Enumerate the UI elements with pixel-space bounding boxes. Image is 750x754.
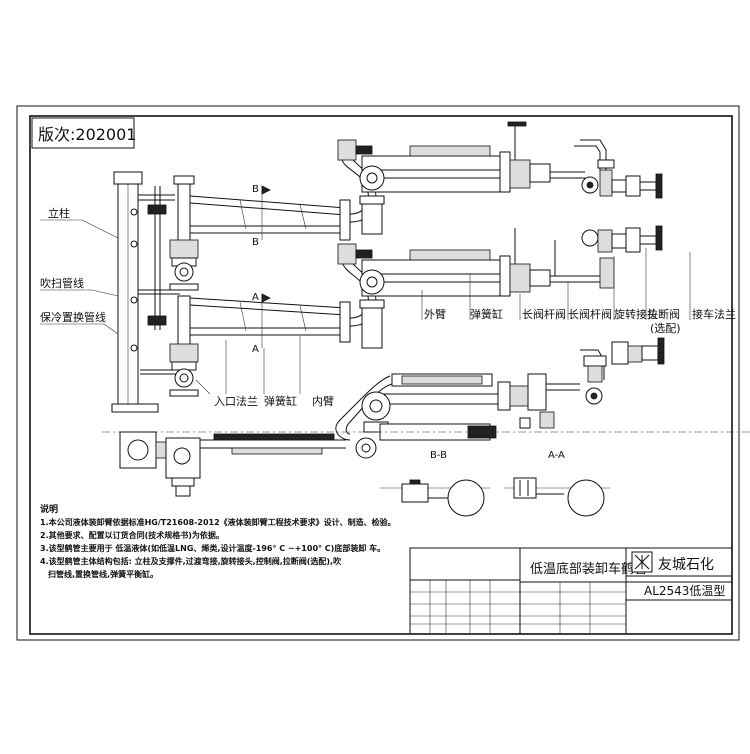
model-number: AL2543低温型 — [644, 584, 725, 598]
label-long-stem-valve-2: 长阀杆阀 — [568, 307, 612, 321]
label-spring-cylinder-upper: 弹簧缸 — [470, 307, 503, 321]
section-mark-a-top: A — [252, 292, 259, 303]
middle-outer-arm — [337, 225, 663, 349]
purge-lines — [138, 186, 180, 375]
upper-valve-assembly — [499, 121, 663, 199]
upper-outer-arm — [337, 139, 503, 235]
label-purge-line: 吹扫管线 — [40, 276, 84, 290]
version-box — [31, 117, 135, 149]
label-cold-line: 保冷置换管线 — [40, 310, 106, 324]
section-view-aa: A-A — [504, 450, 610, 517]
notes-line-3: 3.该型鹤管主要用于 低温液体(如低温LNG、烯类,设计温度-196° C ~+… — [40, 543, 385, 553]
lower-stowed-arm — [335, 337, 665, 459]
label-column: 立柱 — [48, 206, 70, 220]
label-inner-arm: 内臂 — [312, 394, 334, 408]
section-mark-a-bottom: A — [252, 344, 259, 355]
section-view-bb: B-B — [380, 450, 490, 517]
notes-line-2: 2.其他要求、配置以订货合同(技术规格书)为依据。 — [40, 530, 224, 540]
label-breakaway-valve: 拉断阀 — [647, 307, 680, 321]
version-text: 版次:202001 — [38, 125, 136, 144]
company-name: 友城石化 — [658, 557, 714, 573]
label-breakaway-optional: (选配) — [650, 322, 681, 335]
label-long-stem-valve-1: 长阀杆阀 — [522, 307, 566, 321]
section-view-aa-title: A-A — [548, 450, 565, 461]
section-mark-b-bottom: B — [252, 237, 259, 248]
title-block: 低温底部装卸车鹤管 友城石化 AL2543低温型 — [409, 547, 733, 635]
inner-border — [29, 115, 733, 635]
company-logo — [631, 551, 653, 573]
lower-riser-assembly — [169, 295, 199, 397]
drawing-title: 低温底部装卸车鹤管 — [530, 561, 647, 577]
section-mark-b-top: B — [252, 184, 259, 195]
bottom-horizontal-arm — [102, 431, 750, 497]
notes-line-4: 4.该型鹤管主体结构包括: 立柱及支撑件,过渡弯接,旋转接头,控制阀,拉断阀(选… — [40, 556, 342, 566]
label-inlet-flange: 入口法兰 — [214, 394, 258, 408]
label-spring-cylinder-lower: 弹簧缸 — [264, 394, 297, 408]
section-view-bb-title: B-B — [430, 450, 447, 461]
upper-riser-assembly — [169, 175, 199, 291]
lower-inner-arm — [189, 297, 351, 343]
notes-line-5: 扫管线,置换管线,弹簧平衡缸。 — [48, 569, 158, 579]
column — [111, 171, 159, 413]
leader-lines — [40, 219, 691, 395]
label-swivel-joint: 旋转接头 — [614, 307, 658, 321]
notes-heading: 说明 — [40, 503, 58, 515]
label-truck-flange: 接车法兰 — [692, 307, 736, 321]
label-outer-arm: 外臂 — [424, 308, 446, 321]
notes-line-1: 1.本公司液体装卸臂依据标准HG/T21608-2012《液体装卸臂工程技术要求… — [40, 517, 396, 527]
outer-border — [16, 105, 740, 641]
upper-inner-arm — [189, 195, 351, 241]
notes-block: 说明 1.本公司液体装卸臂依据标准HG/T21608-2012《液体装卸臂工程技… — [40, 503, 396, 579]
section-marks: B B A A — [252, 184, 271, 355]
